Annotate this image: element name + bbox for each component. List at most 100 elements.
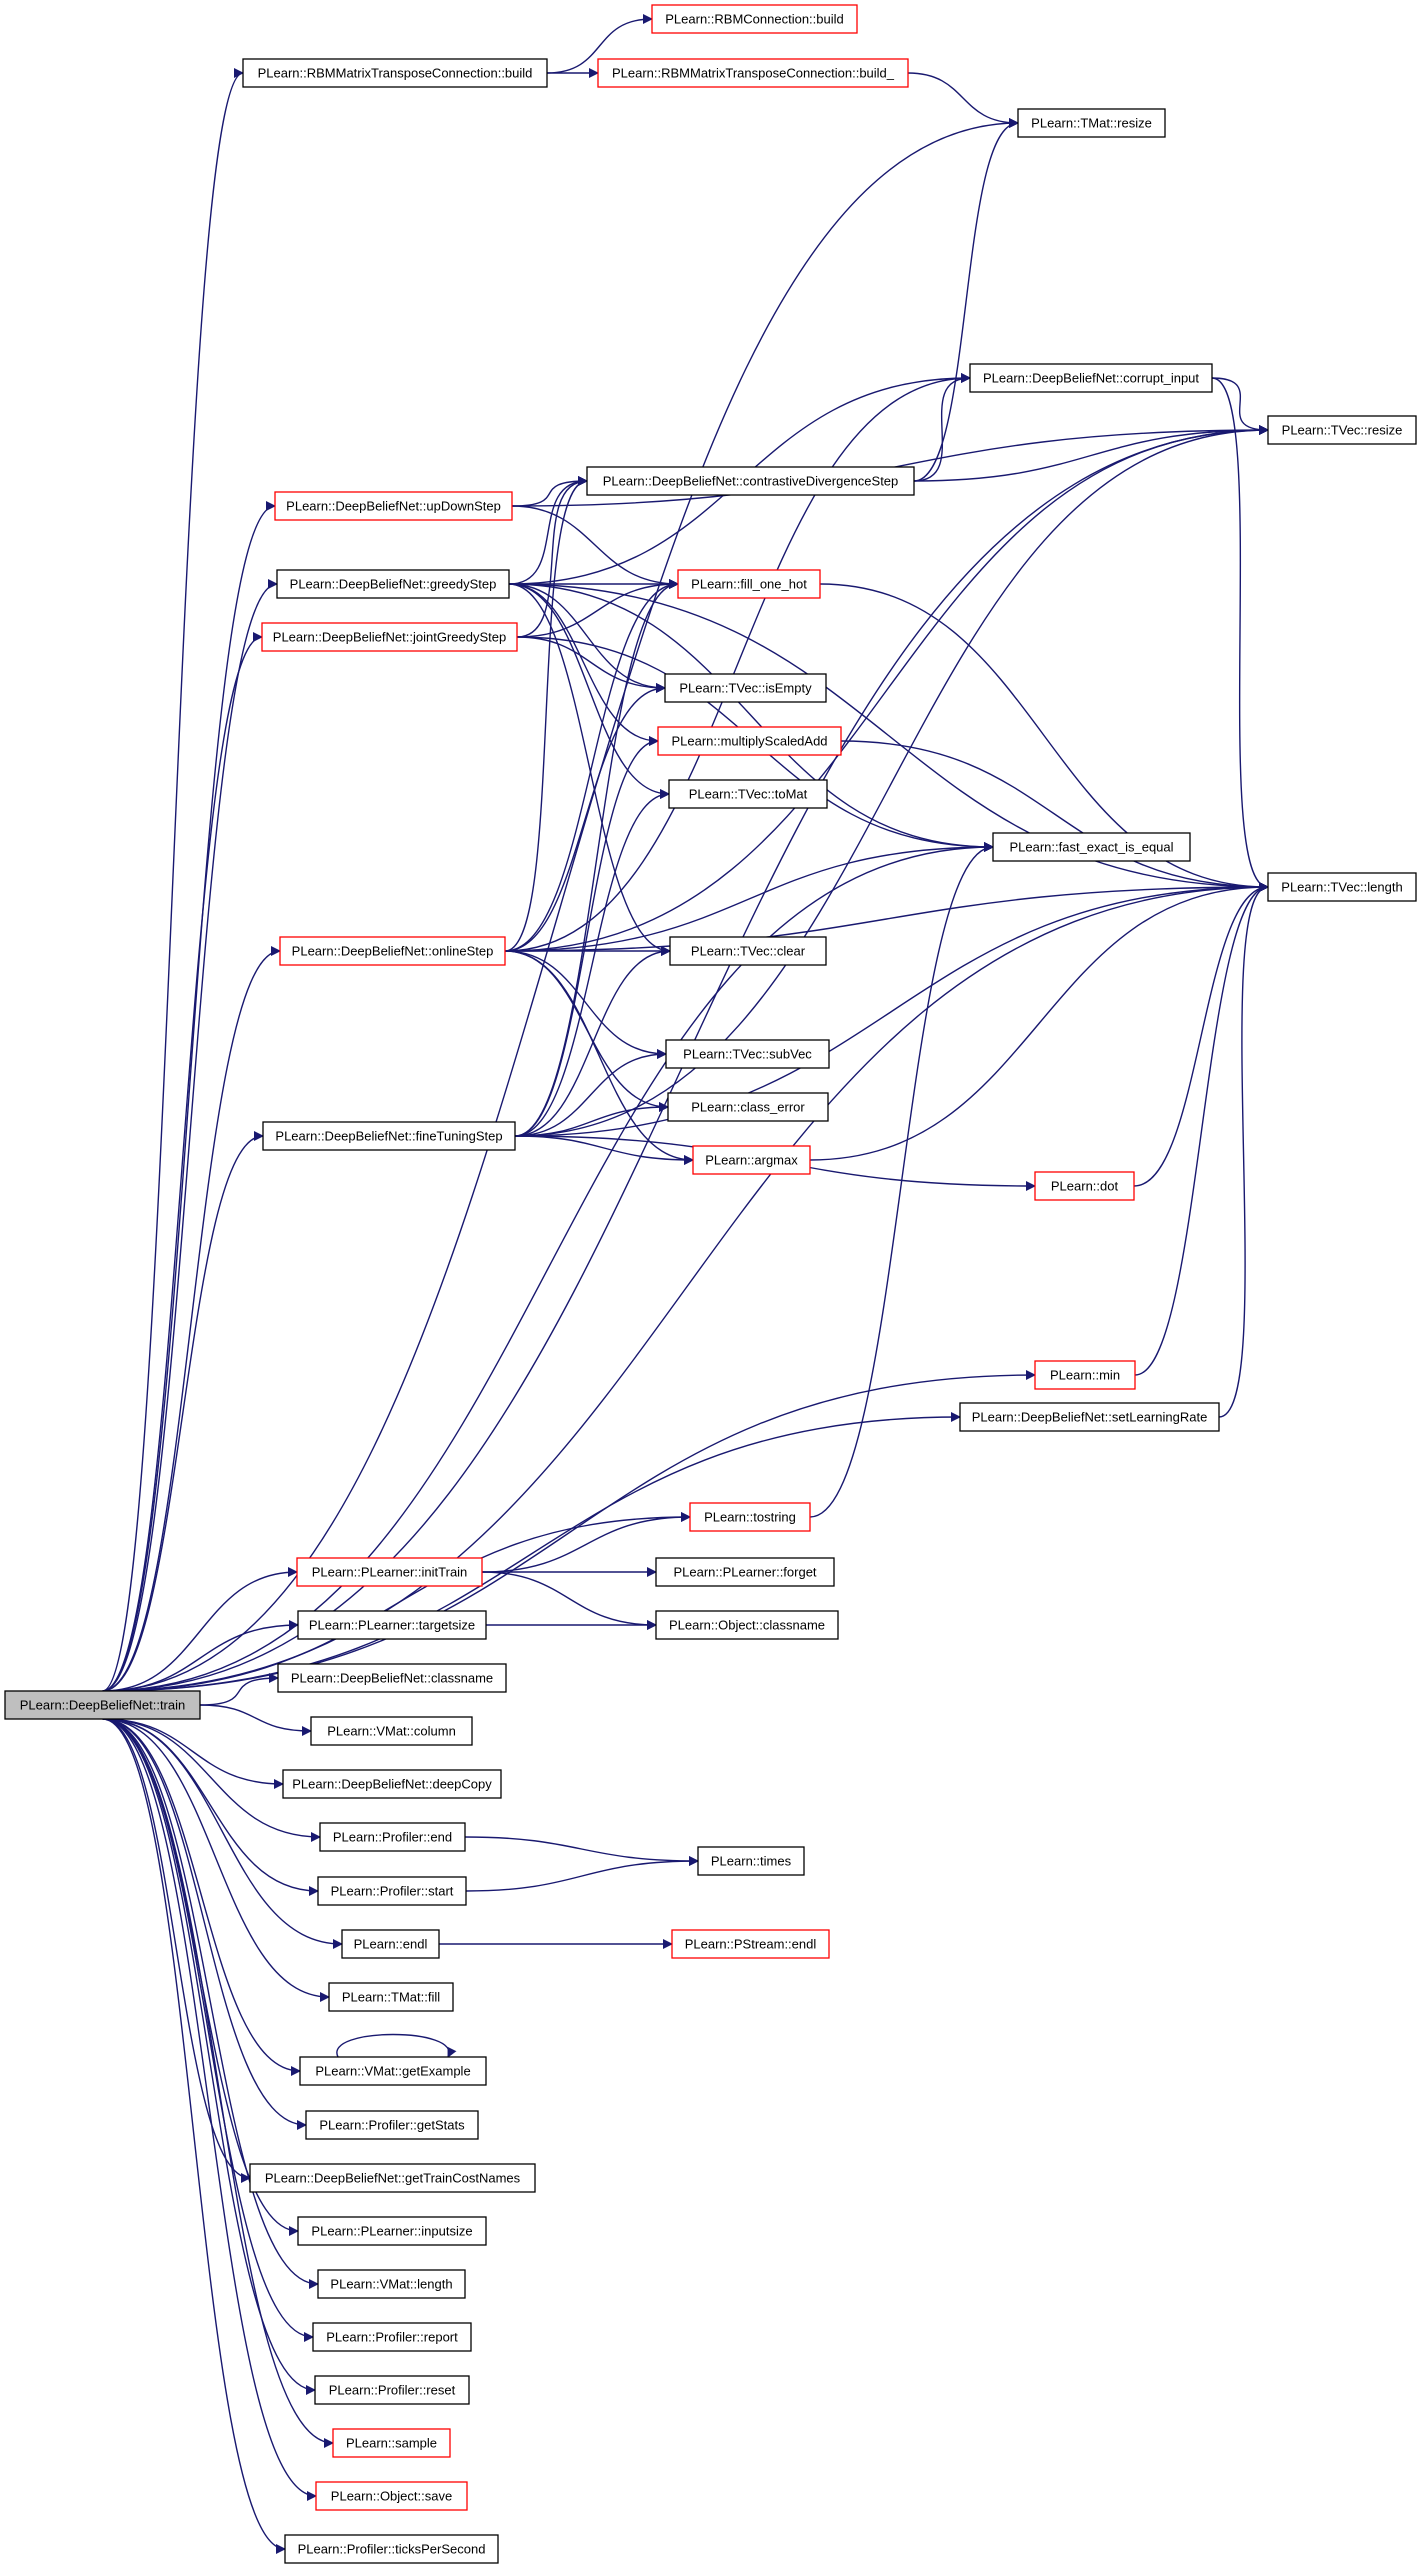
node-box <box>4 1690 201 1720</box>
node-plearn-dot[interactable]: PLearn::dot <box>1034 1171 1135 1201</box>
node-box <box>276 569 510 599</box>
node-plearn-deepbeliefnet-gettraincostnames[interactable]: PLearn::DeepBeliefNet::getTrainCostNames <box>249 2163 536 2193</box>
node-label: PLearn::PStream::endl <box>685 1937 817 1952</box>
node-plearn-class-error[interactable]: PLearn::class_error <box>667 1092 829 1122</box>
node-label: PLearn::tostring <box>704 1510 796 1525</box>
edge-online-to-fill-one-hot <box>504 579 679 952</box>
node-label: PLearn::PLearner::targetsize <box>309 1618 475 1633</box>
node-plearn-fast-exact-is-equal[interactable]: PLearn::fast_exact_is_equal <box>992 832 1191 862</box>
node-box <box>671 1929 830 1959</box>
node-plearn-tmat-resize[interactable]: PLearn::TMat::resize <box>1017 108 1166 138</box>
node-plearn-tvec-subvec[interactable]: PLearn::TVec::subVec <box>665 1039 830 1069</box>
edge-greedy-to-tomat <box>508 583 670 799</box>
edge-joint-to-fill-one-hot <box>516 579 679 638</box>
node-plearn-deepbeliefnet-jointgreedystep[interactable]: PLearn::DeepBeliefNet::jointGreedyStep <box>261 622 518 652</box>
node-plearn-plearner-forget[interactable]: PLearn::PLearner::forget <box>655 1557 835 1587</box>
node-label: PLearn::DeepBeliefNet::getTrainCostNames <box>265 2171 521 2186</box>
node-box <box>669 936 827 966</box>
node-plearn-object-classname[interactable]: PLearn::Object::classname <box>655 1610 839 1640</box>
node-plearn-rbmmatrixtransposeconnection-build[interactable]: PLearn::RBMMatrixTransposeConnection::bu… <box>597 58 909 88</box>
node-plearn-profiler-start[interactable]: PLearn::Profiler::start <box>317 1876 467 1906</box>
node-plearn-fill-one-hot[interactable]: PLearn::fill_one_hot <box>677 569 821 599</box>
edge-rbmt-build-to-rbmconn-build <box>546 14 653 74</box>
edge-getexample-to-getexample <box>336 2033 457 2058</box>
node-plearn-rbmconnection-build[interactable]: PLearn::RBMConnection::build <box>651 4 858 34</box>
edge-finetune-to-clear <box>514 946 671 1137</box>
node-box <box>297 2216 487 2246</box>
node-plearn-deepbeliefnet-onlinestep[interactable]: PLearn::DeepBeliefNet::onlineStep <box>279 936 506 966</box>
node-box <box>261 622 518 652</box>
edge-finetune-to-argmax <box>514 1135 694 1165</box>
node-plearn-endl[interactable]: PLearn::endl <box>341 1929 440 1959</box>
node-plearn-deepbeliefnet-contrastivedivergencestep[interactable]: PLearn::DeepBeliefNet::contrastiveDiverg… <box>586 466 915 496</box>
node-box <box>282 1769 502 1799</box>
node-plearn-object-save[interactable]: PLearn::Object::save <box>315 2481 468 2511</box>
node-plearn-deepbeliefnet-updownstep[interactable]: PLearn::DeepBeliefNet::upDownStep <box>274 491 513 521</box>
node-plearn-rbmmatrixtransposeconnection-build[interactable]: PLearn::RBMMatrixTransposeConnection::bu… <box>242 58 548 88</box>
node-box <box>332 2428 451 2458</box>
node-plearn-min[interactable]: PLearn::min <box>1034 1360 1136 1390</box>
node-label: PLearn::DeepBeliefNet::greedyStep <box>290 577 497 592</box>
edge-online-to-argmax <box>504 950 694 1165</box>
node-plearn-profiler-end[interactable]: PLearn::Profiler::end <box>319 1822 466 1852</box>
node-box <box>284 2534 499 2564</box>
node-plearn-profiler-tickspersecond[interactable]: PLearn::Profiler::ticksPerSecond <box>284 2534 499 2564</box>
node-plearn-plearner-inittrain[interactable]: PLearn::PLearner::initTrain <box>296 1557 483 1587</box>
node-plearn-profiler-reset[interactable]: PLearn::Profiler::reset <box>314 2375 470 2405</box>
node-plearn-sample[interactable]: PLearn::sample <box>332 2428 451 2458</box>
node-box <box>305 2110 479 2140</box>
node-box <box>667 1092 829 1122</box>
node-plearn-plearner-inputsize[interactable]: PLearn::PLearner::inputsize <box>297 2216 487 2246</box>
node-plearn-tvec-clear[interactable]: PLearn::TVec::clear <box>669 936 827 966</box>
edge-online-to-tvec-resize <box>504 425 1269 952</box>
edge-train-to-tmat-resize <box>102 118 1019 1692</box>
edge-train-to-inittrain <box>102 1567 298 1692</box>
node-plearn-times[interactable]: PLearn::times <box>697 1846 805 1876</box>
node-box <box>314 2375 470 2405</box>
node-plearn-deepbeliefnet-deepcopy[interactable]: PLearn::DeepBeliefNet::deepCopy <box>282 1769 502 1799</box>
node-plearn-vmat-getexample[interactable]: PLearn::VMat::getExample <box>299 2056 487 2086</box>
edge-online-to-corrupt <box>504 373 971 952</box>
node-label: PLearn::sample <box>346 2436 437 2451</box>
node-plearn-deepbeliefnet-setlearningrate[interactable]: PLearn::DeepBeliefNet::setLearningRate <box>959 1402 1220 1432</box>
node-label: PLearn::TVec::resize <box>1282 423 1403 438</box>
edge-train-to-sample <box>102 1718 334 2448</box>
edge-corrupt-to-tvec-resize <box>1211 377 1269 435</box>
node-plearn-deepbeliefnet-finetuningstep[interactable]: PLearn::DeepBeliefNet::fineTuningStep <box>262 1121 516 1151</box>
node-plearn-argmax[interactable]: PLearn::argmax <box>692 1145 811 1175</box>
node-box <box>274 491 513 521</box>
node-plearn-tmat-fill[interactable]: PLearn::TMat::fill <box>328 1982 454 2012</box>
node-plearn-plearner-targetsize[interactable]: PLearn::PLearner::targetsize <box>297 1610 487 1640</box>
edge-greedy-to-isempty <box>508 583 666 693</box>
node-plearn-deepbeliefnet-greedystep[interactable]: PLearn::DeepBeliefNet::greedyStep <box>276 569 510 599</box>
node-box <box>297 1610 487 1640</box>
node-plearn-deepbeliefnet-corrupt-input[interactable]: PLearn::DeepBeliefNet::corrupt_input <box>969 363 1213 393</box>
edge-argmax-to-tvec-length <box>809 882 1269 1161</box>
node-plearn-tvec-tomat[interactable]: PLearn::TVec::toMat <box>668 779 828 809</box>
node-plearn-tostring[interactable]: PLearn::tostring <box>689 1502 811 1532</box>
node-label: PLearn::DeepBeliefNet::deepCopy <box>292 1777 492 1792</box>
node-box <box>242 58 548 88</box>
node-plearn-tvec-length[interactable]: PLearn::TVec::length <box>1267 872 1417 902</box>
node-plearn-deepbeliefnet-train[interactable]: PLearn::DeepBeliefNet::train <box>4 1690 201 1720</box>
edge-cdstep-to-tvec-resize <box>913 425 1269 482</box>
node-plearn-vmat-length[interactable]: PLearn::VMat::length <box>317 2269 466 2299</box>
node-plearn-profiler-report[interactable]: PLearn::Profiler::report <box>312 2322 472 2352</box>
node-box <box>317 2269 466 2299</box>
node-plearn-tvec-resize[interactable]: PLearn::TVec::resize <box>1267 415 1417 445</box>
node-label: PLearn::Profiler::report <box>326 2330 458 2345</box>
node-plearn-tvec-isempty[interactable]: PLearn::TVec::isEmpty <box>664 673 827 703</box>
node-plearn-pstream-endl[interactable]: PLearn::PStream::endl <box>671 1929 830 1959</box>
node-layer: PLearn::DeepBeliefNet::train PLearn::RBMM… <box>4 4 1417 2564</box>
node-label: PLearn::PLearner::initTrain <box>312 1565 468 1580</box>
node-plearn-deepbeliefnet-classname[interactable]: PLearn::DeepBeliefNet::classname <box>277 1663 507 1693</box>
edge-joint-to-cdstep <box>516 476 588 638</box>
node-label: PLearn::TMat::fill <box>342 1990 440 2005</box>
node-plearn-multiplyscaledadd[interactable]: PLearn::multiplyScaledAdd <box>657 726 842 756</box>
node-plearn-profiler-getstats[interactable]: PLearn::Profiler::getStats <box>305 2110 479 2140</box>
node-label: PLearn::DeepBeliefNet::train <box>20 1698 185 1713</box>
node-plearn-vmat-column[interactable]: PLearn::VMat::column <box>310 1716 473 1746</box>
edge-train-to-costnames <box>102 1718 251 2183</box>
node-label: PLearn::Profiler::start <box>331 1884 454 1899</box>
